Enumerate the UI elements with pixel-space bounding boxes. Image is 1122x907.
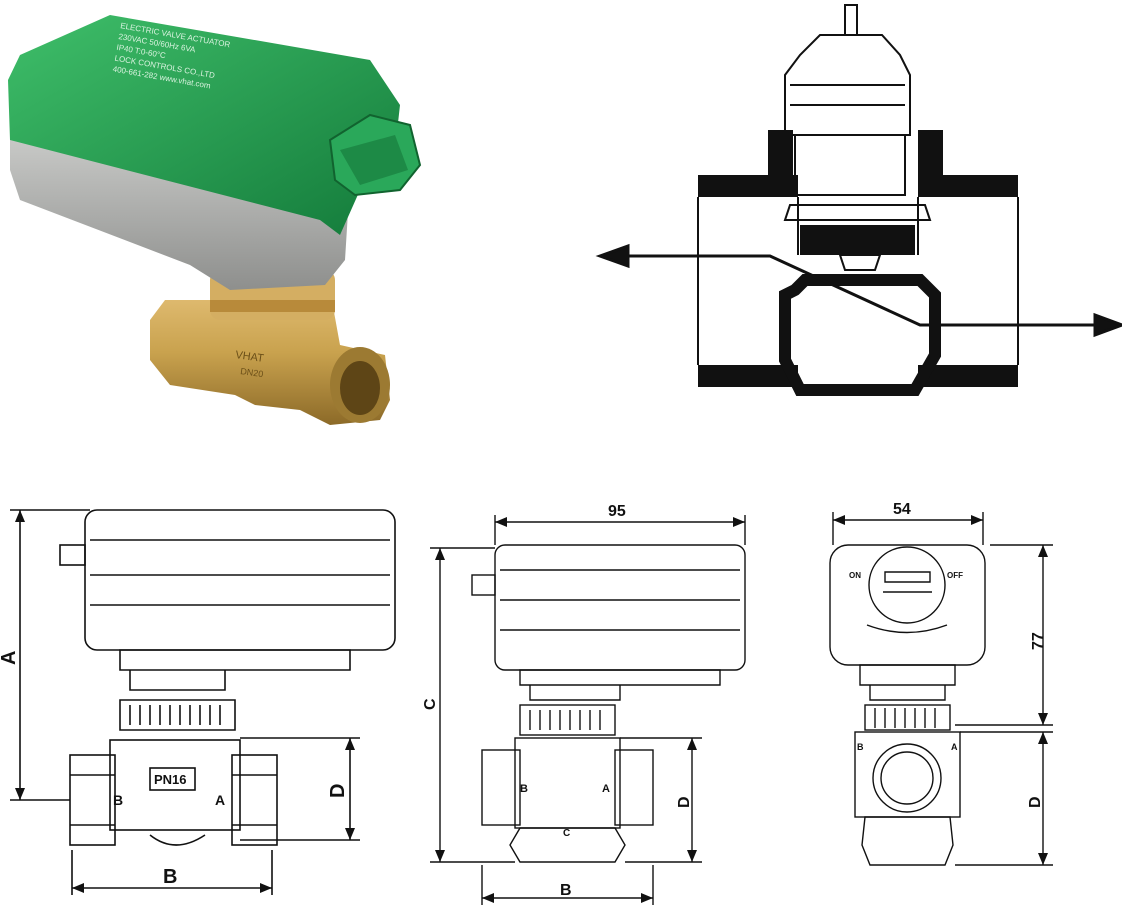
flow-arrow [595, 243, 1122, 338]
valve-body [150, 270, 390, 425]
side-port-b: B [520, 783, 528, 795]
dimension-c: C [422, 698, 439, 710]
dimension-b-side: B [560, 882, 572, 899]
on-label: ON [849, 571, 861, 580]
rating-label: PN16 [154, 772, 187, 787]
dimension-b: B [163, 866, 177, 888]
port-label-a: A [215, 792, 225, 808]
dimension-width-54: 54 [893, 501, 911, 518]
port-label-b: B [113, 792, 123, 808]
body-mark-2: DN20 [240, 366, 264, 379]
dimension-height-77: 77 [1030, 632, 1047, 650]
dimension-a: A [0, 651, 20, 665]
product-photo: ELECTRIC VALVE ACTUATOR 230VAC 50/60Hz 6… [8, 15, 422, 425]
dimension-d: D [327, 784, 349, 798]
side-port-a: A [602, 783, 610, 795]
end-port-a: A [951, 742, 958, 752]
manual-lever[interactable] [328, 113, 422, 197]
dimension-width-95: 95 [608, 503, 626, 520]
side-view-drawing: 95 C D B B A C [422, 503, 746, 905]
off-label: OFF [947, 571, 963, 580]
end-port-b: B [857, 742, 864, 752]
front-view-drawing: PN16 B A A D B [0, 509, 396, 895]
end-view-drawing: ON OFF B A 54 77 D [829, 501, 1053, 866]
body-mark-1: VHAT [235, 349, 265, 365]
dimension-d-side: D [676, 796, 693, 808]
side-port-c: C [563, 828, 570, 839]
actuator-cover [8, 15, 400, 235]
dimension-d-end: D [1027, 796, 1044, 808]
cross-section-diagram [595, 4, 1122, 396]
